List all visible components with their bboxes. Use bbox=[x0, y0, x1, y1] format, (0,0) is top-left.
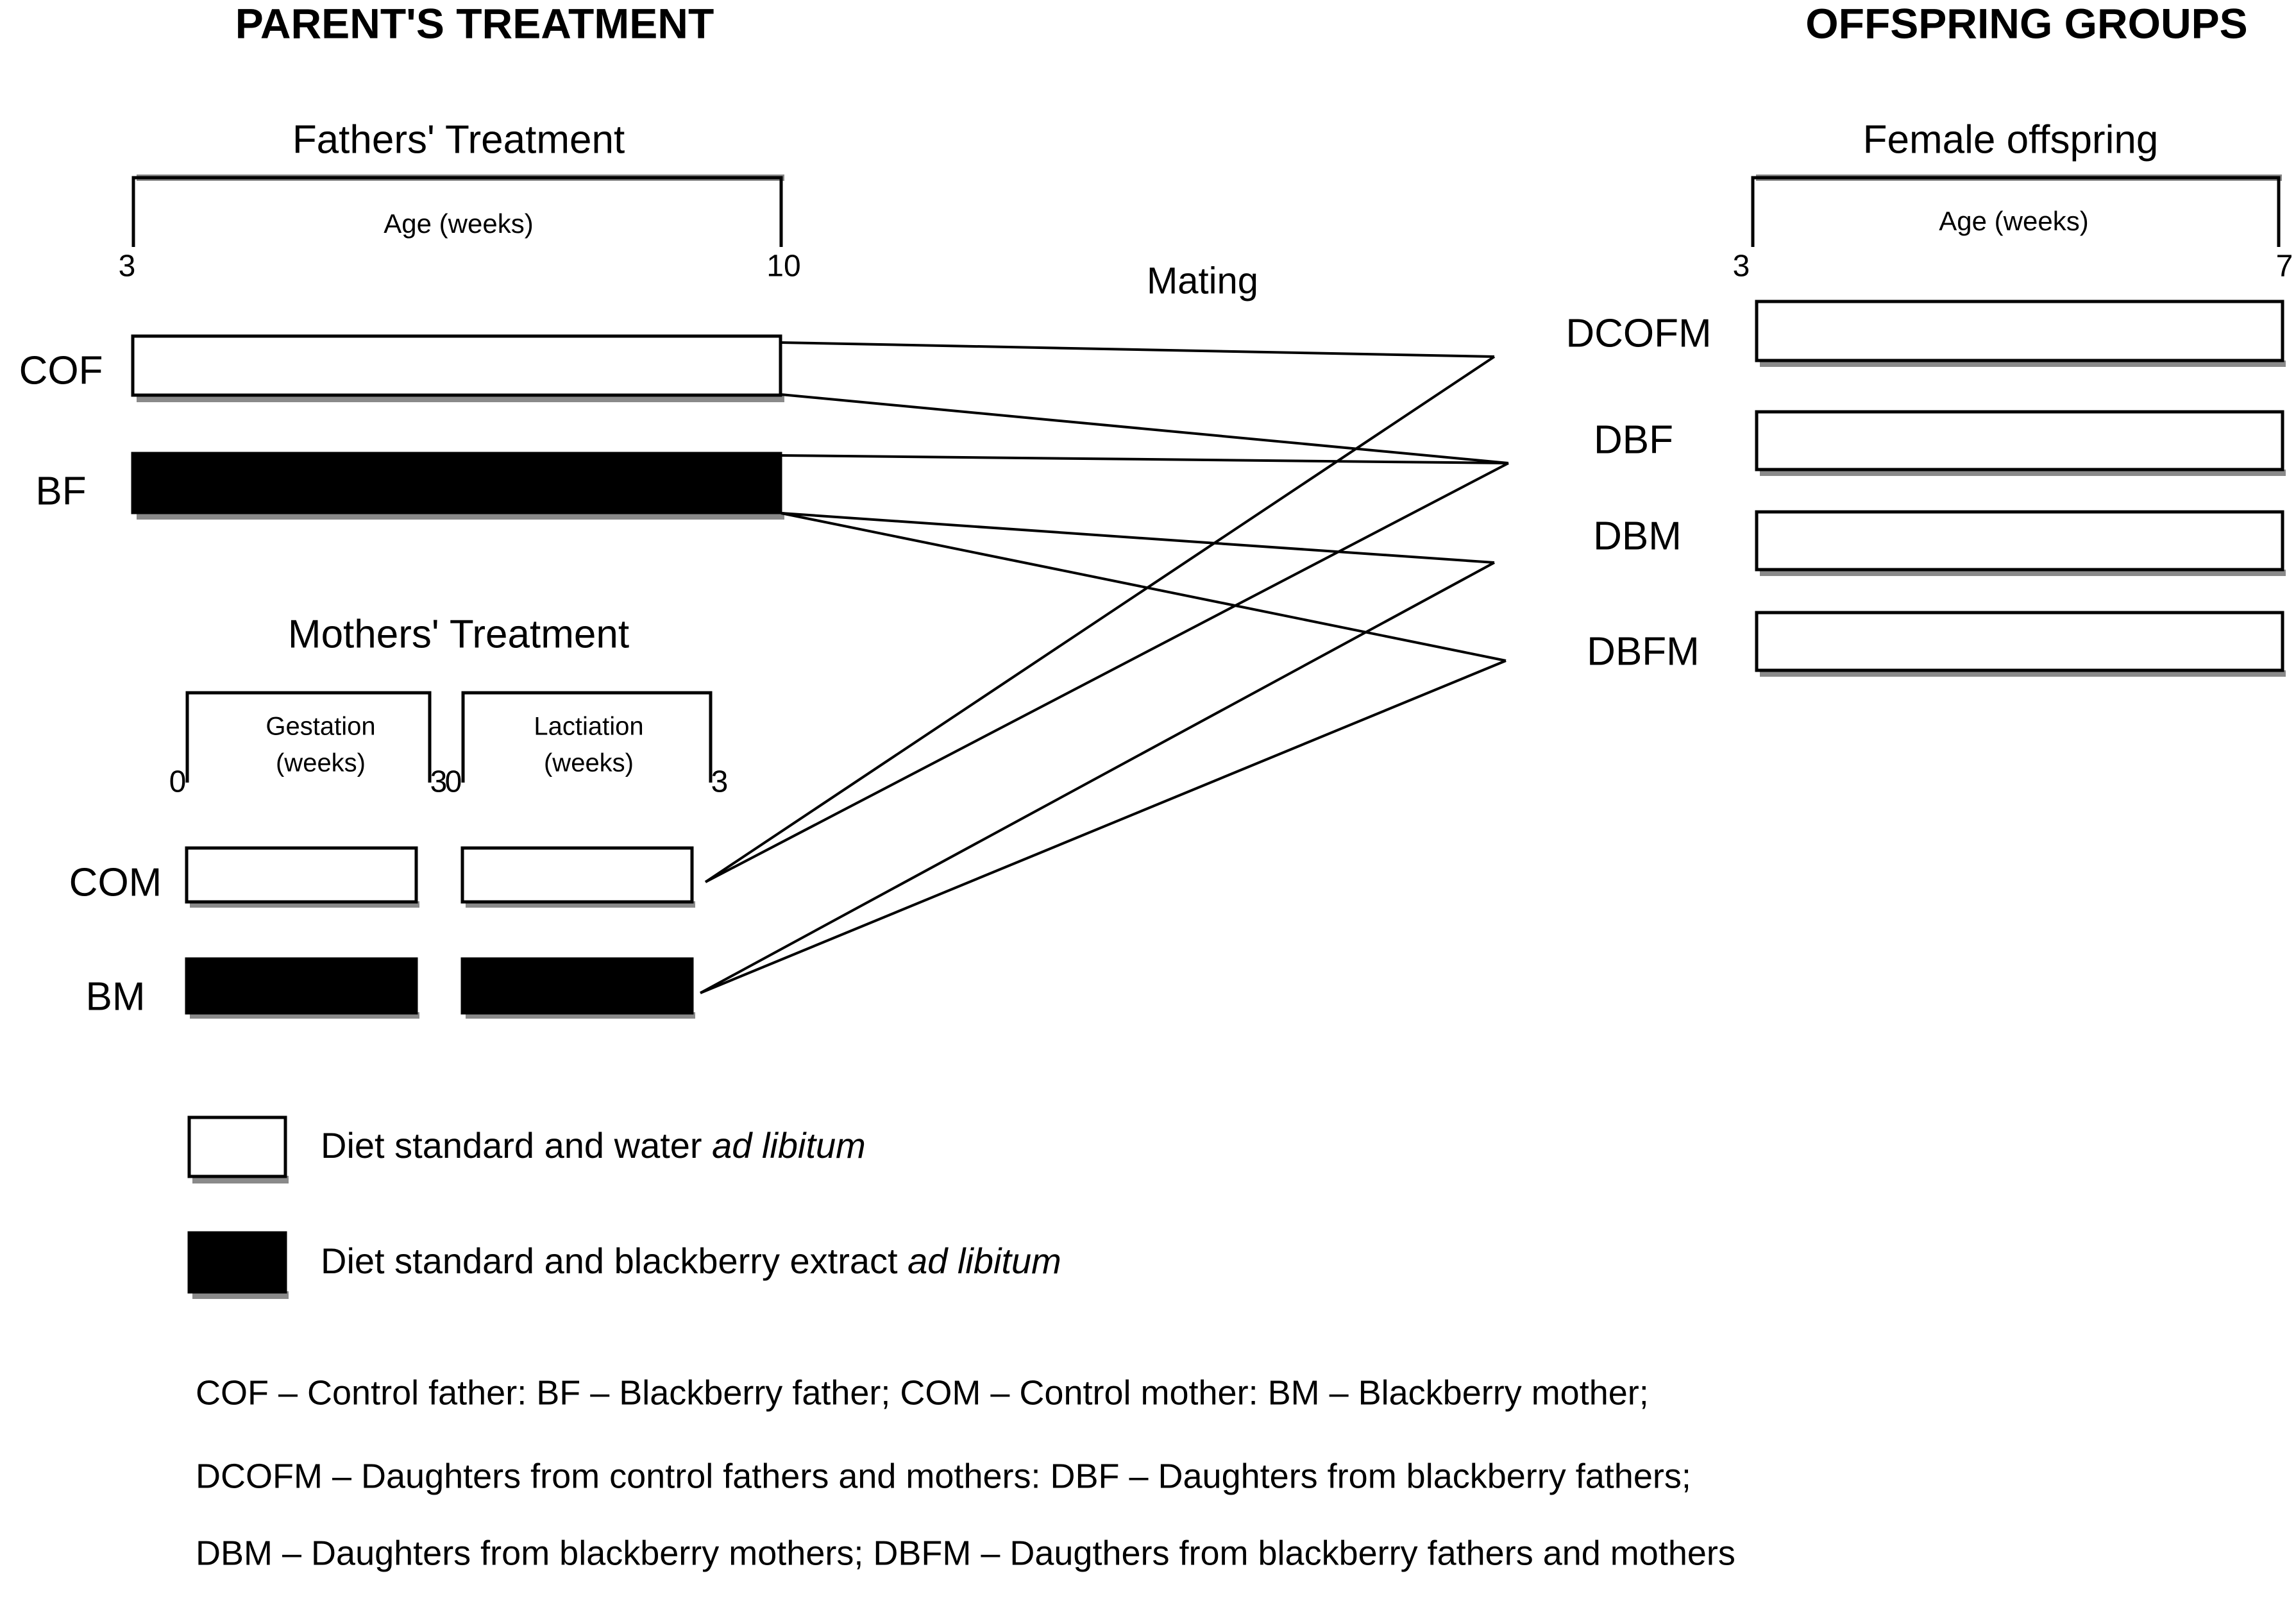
dbfm-bar-shadow bbox=[1760, 670, 2286, 677]
gestation-tick-end: 3 bbox=[430, 765, 448, 799]
legend-swatch-open bbox=[187, 1115, 287, 1178]
offspring-tick-end: 7 bbox=[2276, 250, 2293, 284]
com-lactiation-bar bbox=[460, 846, 694, 904]
fathers-axis-caption: Age (weeks) bbox=[384, 208, 533, 239]
connector-bf-to-dbfm bbox=[781, 512, 1507, 662]
legend-label-standard-water-plain: Diet standard and water bbox=[321, 1125, 712, 1166]
dbf-offspring-bar bbox=[1755, 410, 2284, 471]
fathers-axis-bracket bbox=[131, 176, 783, 247]
footnote-line-2: DCOFM – Daughters from control fathers a… bbox=[196, 1457, 1691, 1495]
dbf-bar-shadow bbox=[1760, 470, 2286, 476]
lactiation-phase-label: Lactiation bbox=[534, 713, 643, 741]
bm-gestation-bar bbox=[185, 957, 418, 1015]
footnote-line-3: DBM – Daughters from blackberry mothers;… bbox=[196, 1534, 1735, 1572]
mating-label: Mating bbox=[1147, 260, 1258, 301]
connector-com-to-dcofm bbox=[704, 355, 1496, 883]
lactiation-unit-label: (weeks) bbox=[544, 749, 634, 777]
fathers-treatment-title: Fathers' Treatment bbox=[292, 117, 625, 162]
connector-bm-to-dbfm bbox=[700, 659, 1507, 994]
offspring-tick-start: 3 bbox=[1733, 250, 1750, 284]
dcofm-bar-shadow bbox=[1760, 360, 2286, 367]
legend-label-standard-blackberry-italic: ad libitum bbox=[907, 1241, 1061, 1281]
row-label-dcofm: DCOFM bbox=[1566, 311, 1711, 355]
connector-com-to-dbf bbox=[705, 462, 1509, 883]
offspring-axis-caption: Age (weeks) bbox=[1939, 206, 2088, 236]
lactiation-tick-start: 0 bbox=[445, 765, 462, 799]
footnote-line-1: COF – Control father: BF – Blackberry fa… bbox=[196, 1373, 1649, 1412]
dbfm-offspring-bar bbox=[1755, 611, 2284, 672]
legend-label-standard-blackberry-plain: Diet standard and blackberry extract bbox=[321, 1241, 907, 1281]
fathers-tick-start: 3 bbox=[119, 250, 136, 284]
legend-swatch-filled bbox=[187, 1231, 287, 1294]
bf-treatment-bar bbox=[131, 452, 782, 514]
dbm-offspring-bar bbox=[1755, 510, 2284, 572]
bm-gestation-shadow bbox=[190, 1012, 419, 1019]
row-label-dbfm: DBFM bbox=[1587, 629, 1700, 674]
legend-label-standard-water-italic: ad libitum bbox=[712, 1125, 866, 1166]
row-label-bm: BM bbox=[86, 974, 146, 1019]
row-label-com: COM bbox=[69, 860, 162, 904]
lactiation-bracket bbox=[461, 691, 713, 783]
connector-bm-to-dbm bbox=[700, 561, 1495, 994]
legend-label-standard-water: Diet standard and water ad libitum bbox=[321, 1125, 866, 1166]
mothers-treatment-title: Mothers' Treatment bbox=[288, 612, 629, 656]
com-gestation-bar bbox=[185, 846, 418, 904]
dbm-bar-shadow bbox=[1760, 570, 2286, 576]
lactiation-tick-end: 3 bbox=[711, 765, 729, 799]
connector-cof-to-dbm-upper bbox=[781, 393, 1509, 464]
legend-label-standard-blackberry: Diet standard and blackberry extract ad … bbox=[321, 1241, 1061, 1281]
gestation-tick-start: 0 bbox=[169, 765, 187, 799]
com-lactiation-shadow bbox=[466, 901, 695, 908]
row-label-dbf: DBF bbox=[1594, 418, 1673, 462]
female-offspring-title: Female offspring bbox=[1863, 117, 2159, 162]
gestation-bracket bbox=[185, 691, 432, 783]
connector-bf-to-dbm bbox=[781, 512, 1495, 564]
offspring-axis-bracket bbox=[1751, 176, 2281, 247]
com-gestation-shadow bbox=[190, 901, 419, 908]
row-label-dbm: DBM bbox=[1593, 514, 1682, 558]
parents-treatment-title: PARENT'S TREATMENT bbox=[235, 0, 714, 47]
connector-bf-to-dbf bbox=[781, 454, 1509, 464]
bm-lactiation-bar bbox=[460, 957, 694, 1015]
dcofm-offspring-bar bbox=[1755, 300, 2284, 362]
row-label-cof: COF bbox=[19, 348, 103, 393]
offspring-groups-title: OFFSPRING GROUPS bbox=[1805, 0, 2247, 47]
bm-lactiation-shadow bbox=[466, 1012, 695, 1019]
row-label-bf: BF bbox=[35, 469, 86, 513]
gestation-unit-label: (weeks) bbox=[276, 749, 366, 777]
cof-treatment-bar bbox=[131, 334, 782, 397]
connector-cof-to-dcofm bbox=[781, 341, 1495, 358]
gestation-phase-label: Gestation bbox=[266, 713, 375, 741]
fathers-tick-end: 10 bbox=[766, 250, 800, 284]
